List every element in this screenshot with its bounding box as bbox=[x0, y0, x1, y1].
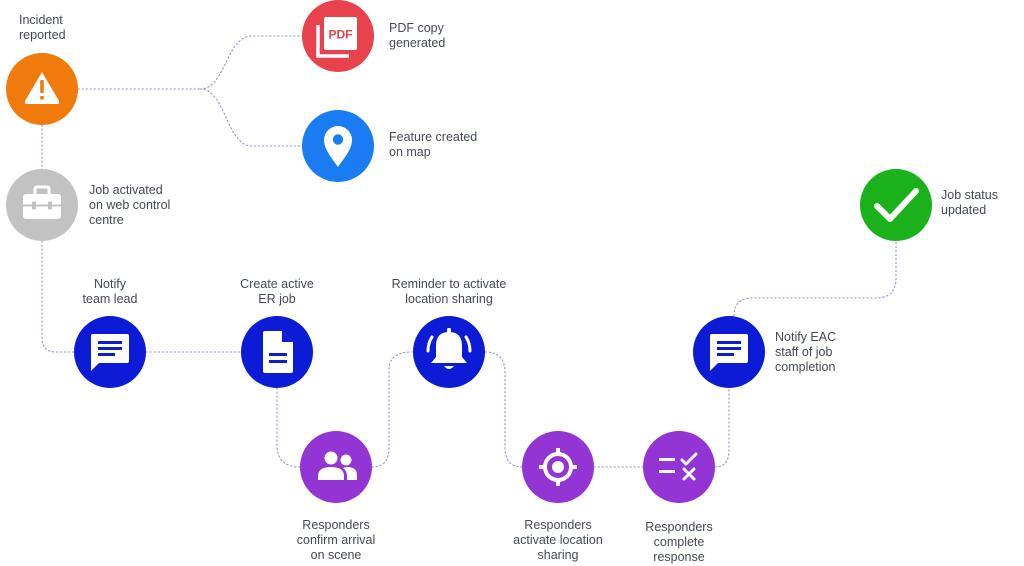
label-line: response bbox=[653, 550, 705, 564]
connector-notify-eac-to-job-status bbox=[733, 240, 897, 317]
label-pdf-copy: PDF copy generated bbox=[389, 21, 445, 51]
label-job-status: Job status updated bbox=[941, 188, 998, 218]
node-confirm-arrival bbox=[300, 431, 372, 503]
node-incident-reported bbox=[6, 53, 78, 125]
connector-reminder-to-location bbox=[484, 351, 523, 468]
label-line: sharing bbox=[537, 548, 579, 562]
label-line: on map bbox=[389, 145, 431, 159]
toolbox-icon bbox=[23, 185, 61, 219]
label-line: PDF copy bbox=[389, 21, 444, 35]
pdf-document-icon: PDF bbox=[316, 17, 357, 58]
node-create-er-job bbox=[241, 316, 313, 388]
connector-job-activated-to-notify-lead bbox=[41, 240, 77, 353]
label-line: Create active bbox=[240, 277, 314, 291]
label-line: on web control bbox=[89, 198, 171, 212]
connector-create-job-to-arrival bbox=[276, 387, 301, 468]
label-line: activate location bbox=[513, 533, 603, 547]
chat-message-icon bbox=[91, 334, 129, 371]
label-line: staff of job bbox=[775, 345, 833, 359]
label-line: Job status bbox=[941, 188, 998, 202]
connector-arrival-to-reminder bbox=[371, 351, 413, 468]
label-line: Reminder to activate bbox=[391, 277, 507, 291]
job-status-circle bbox=[860, 169, 932, 241]
label-line: centre bbox=[89, 213, 124, 227]
warning-triangle-icon bbox=[24, 72, 60, 104]
chat-message-icon bbox=[710, 334, 748, 371]
node-job-status-updated bbox=[860, 169, 932, 241]
complete-circle bbox=[643, 431, 715, 503]
connectors bbox=[41, 35, 897, 468]
arrival-circle bbox=[300, 431, 372, 503]
label-line: updated bbox=[941, 203, 987, 217]
node-reminder bbox=[413, 316, 485, 388]
label-incident-reported: Incident reported bbox=[19, 13, 66, 43]
label-complete-response: Responders complete response bbox=[629, 520, 729, 565]
label-activate-location: Responders activate location sharing bbox=[493, 518, 623, 563]
label-create-er-job: Create active ER job bbox=[217, 277, 337, 307]
label-line: completion bbox=[775, 360, 836, 374]
label-line: reported bbox=[19, 28, 66, 42]
crosshair-target-icon bbox=[539, 448, 577, 486]
label-notify-eac: Notify EAC staff of job completion bbox=[775, 330, 836, 375]
label-reminder: Reminder to activate location sharing bbox=[374, 277, 524, 307]
label-line: Responders bbox=[524, 518, 592, 532]
label-line: generated bbox=[389, 36, 446, 50]
connector-branch-to-feature bbox=[199, 88, 303, 147]
map-pin-icon bbox=[324, 126, 352, 167]
label-line: Notify EAC bbox=[775, 330, 837, 344]
label-line: team lead bbox=[82, 292, 138, 306]
label-line: Notify bbox=[94, 277, 126, 291]
node-notify-eac bbox=[693, 316, 765, 388]
label-line: Responders bbox=[645, 520, 713, 534]
label-line: on scene bbox=[310, 548, 362, 562]
label-line: ER job bbox=[258, 292, 296, 306]
label-line: confirm arrival bbox=[296, 533, 376, 547]
document-icon bbox=[263, 331, 293, 373]
label-job-activated: Job activated on web control centre bbox=[89, 183, 170, 228]
checkmark-icon bbox=[874, 188, 919, 222]
label-line: Responders bbox=[302, 518, 370, 532]
people-group-icon bbox=[318, 451, 357, 480]
label-line: Feature created bbox=[389, 130, 478, 144]
label-feature-created: Feature created on map bbox=[389, 130, 477, 160]
label-line: complete bbox=[653, 535, 705, 549]
label-line: Job activated bbox=[89, 183, 163, 197]
label-confirm-arrival: Responders confirm arrival on scene bbox=[276, 518, 396, 563]
node-feature-created bbox=[302, 110, 374, 182]
connector-complete-to-notify-eac bbox=[714, 387, 730, 468]
node-pdf-copy: PDF bbox=[302, 0, 374, 72]
checklist-icon bbox=[659, 452, 698, 481]
pdf-glyph-text: PDF bbox=[329, 28, 353, 42]
node-job-activated bbox=[6, 169, 78, 241]
label-line: Incident bbox=[19, 13, 63, 27]
node-complete-response bbox=[643, 431, 715, 503]
node-notify-team-lead bbox=[74, 316, 146, 388]
bell-icon bbox=[426, 328, 472, 369]
node-activate-location bbox=[522, 431, 594, 503]
label-notify-team-lead: Notify team lead bbox=[60, 277, 160, 307]
label-line: location sharing bbox=[405, 292, 493, 306]
connector-branch-to-pdf bbox=[199, 35, 303, 90]
